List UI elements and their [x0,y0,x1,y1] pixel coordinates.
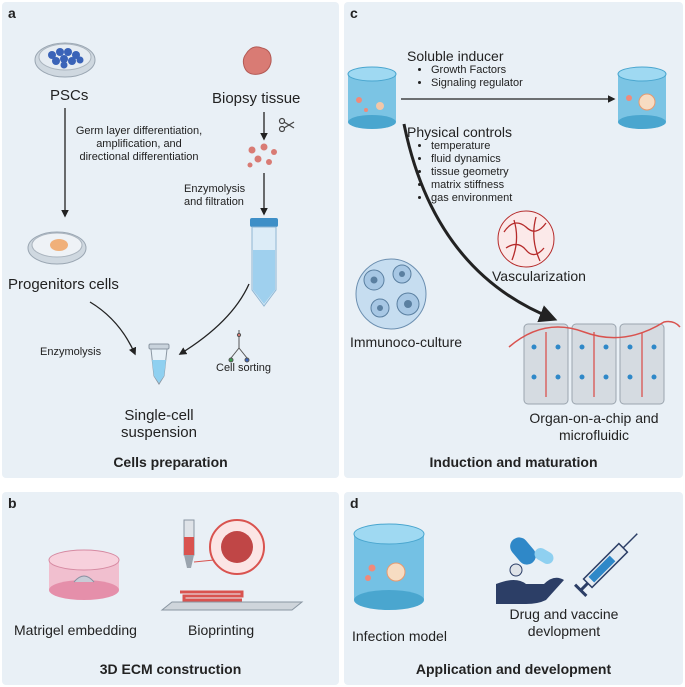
panel-d-title: Application and development [415,661,612,677]
matrigel-dish-icon [48,549,120,600]
hand-pills-icon [496,537,564,604]
immunoco-label: Immunoco-culture [350,334,463,350]
panel-c-label: c [350,5,358,21]
panel-b-label: b [8,495,17,511]
enzymolysis-filtration-text: Enzymolysis and filtration [184,183,246,208]
cell-sorting-label: Cell sorting [216,362,272,374]
panel-a-label: a [8,5,16,21]
vascularization-label: Vascularization [492,268,586,284]
mature-organoid-icon [617,66,667,129]
organ-chip-icon [508,320,681,405]
enzymolysis-label: Enzymolysis [40,346,102,358]
soluble-inducer-list: Growth Factors Signaling regulator [417,64,523,90]
organ-chip-label: Organ-on-a-chip and microfluidic [529,410,659,443]
panel-b-title: 3D ECM construction [99,661,242,677]
matrigel-label: Matrigel embedding [14,622,137,638]
soluble-inducer-label: Soluble inducer [407,48,504,64]
panel-c-title: Induction and maturation [429,454,598,470]
tissue-fragments-icon [247,143,277,168]
panel-a: a [2,2,339,478]
drug-label: Drug and vaccine devlopment [509,606,619,639]
infection-organoid-icon [353,523,425,610]
organoid-culture-icon [347,66,397,129]
panel-c: c [344,2,683,478]
progenitors-label: Progenitors cells [8,276,119,293]
immune-cells-icon [355,258,427,330]
panel-d: d Infection model Drug and vaccine devlo… [344,492,683,685]
panel-b-drawing [48,519,304,611]
germ-step-text: Germ layer differentiation, amplificatio… [75,125,203,163]
bioprinter-icon [160,519,304,611]
physical-controls-label: Physical controls [407,124,513,140]
physical-controls-list: temperature fluid dynamics tissue geomet… [417,140,512,205]
panel-d-label: d [350,495,359,511]
cell-sorting-icon [228,330,250,363]
biopsy-label: Biopsy tissue [212,90,301,107]
vascular-network-icon [497,210,555,268]
progenitor-dish-icon [27,231,87,265]
syringe-icon [573,533,638,598]
suspension-label: Single-cell suspension [121,407,197,441]
panel-a-drawing [27,42,295,385]
psc-dish-icon [34,42,96,78]
panel-d-drawing [353,523,638,610]
panel-c-drawing [347,66,681,405]
conical-tube-icon [250,218,278,307]
scissors-icon [278,117,295,133]
pscs-label: PSCs [50,87,89,104]
microtube-icon [148,343,170,385]
infection-label: Infection model [352,628,447,644]
biopsy-tissue-icon [242,46,272,75]
panel-a-title: Cells preparation [113,454,228,470]
bioprinting-label: Bioprinting [188,622,255,638]
panel-b: b Matrigel embedding Bioprinting 3D ECM … [2,492,339,685]
